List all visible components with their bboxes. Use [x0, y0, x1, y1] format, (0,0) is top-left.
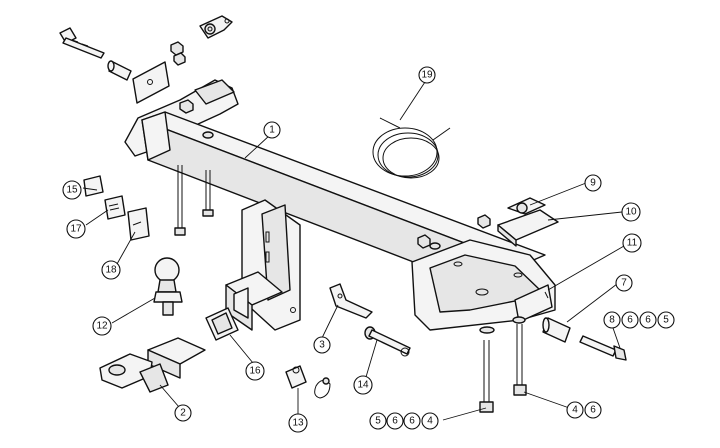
svg-text:4: 4 [427, 416, 433, 427]
svg-text:5: 5 [663, 315, 669, 326]
svg-text:3: 3 [319, 340, 325, 351]
svg-text:12: 12 [96, 321, 108, 332]
hitch-pin [364, 326, 411, 357]
callout-1: 1 [263, 121, 281, 139]
nut-stack-top [170, 41, 186, 66]
ball-mount [99, 337, 206, 393]
left-bracket-bolts [174, 165, 214, 236]
svg-text:19: 19 [421, 70, 433, 81]
svg-text:17: 17 [70, 224, 82, 235]
callout-17: 17 [66, 219, 86, 239]
leader-lines [82, 81, 625, 421]
callout-16: 16 [245, 361, 265, 381]
svg-text:8: 8 [609, 315, 615, 326]
mounting-plate-top-left [132, 61, 170, 104]
receiver-collar [205, 307, 239, 341]
callout-19: 19 [418, 66, 436, 84]
svg-text:6: 6 [627, 315, 633, 326]
side-bolt-right [579, 335, 627, 361]
shackle-set [285, 365, 331, 399]
svg-text:2: 2 [180, 408, 186, 419]
label-sticker-18 [127, 207, 150, 241]
callout-15: 15 [62, 180, 82, 200]
svg-text:6: 6 [409, 416, 415, 427]
svg-text:7: 7 [621, 278, 627, 289]
pin-clip-top [199, 15, 233, 39]
electrical-wire-coil [372, 117, 451, 179]
callout-13: 13 [288, 413, 308, 433]
socket-bracket [329, 283, 373, 319]
callout-11: 11 [622, 233, 642, 253]
callout-9: 9 [584, 174, 602, 192]
svg-text:14: 14 [357, 380, 369, 391]
svg-text:11: 11 [627, 238, 638, 249]
tow-ball [153, 257, 183, 316]
svg-text:15: 15 [66, 185, 78, 196]
label-sticker-15 [83, 175, 104, 197]
svg-text:5: 5 [375, 416, 381, 427]
svg-text:6: 6 [392, 416, 398, 427]
callout-group-left-bolt-set: 5 6 6 4 [369, 412, 439, 430]
svg-text:16: 16 [249, 366, 261, 377]
callout-3: 3 [313, 336, 331, 354]
callout-group-right-bolt-set: 4 6 [566, 401, 602, 419]
callout-7: 7 [615, 274, 633, 292]
long-bolt-bottom-left [479, 326, 495, 413]
svg-text:6: 6 [590, 405, 596, 416]
long-bolt-bottom-right [512, 316, 527, 396]
spacer-tube-top-left [107, 60, 132, 81]
svg-text:1: 1 [269, 125, 275, 136]
callout-18: 18 [101, 260, 121, 280]
mounting-bracket-right [477, 197, 559, 247]
svg-text:10: 10 [625, 207, 637, 218]
callout-group-side-bolt-set: 8 6 6 5 [603, 311, 675, 329]
callout-10: 10 [621, 202, 641, 222]
svg-text:4: 4 [572, 405, 578, 416]
svg-text:13: 13 [292, 418, 304, 429]
long-bolt-top-left [59, 27, 105, 59]
svg-text:18: 18 [105, 265, 117, 276]
callout-2: 2 [174, 404, 192, 422]
spacer-tube-right [542, 317, 571, 343]
label-sticker-17 [104, 195, 126, 220]
callout-12: 12 [92, 316, 112, 336]
callout-14: 14 [353, 375, 373, 395]
svg-text:9: 9 [590, 178, 596, 189]
mounting-plate-right [514, 284, 553, 323]
svg-text:6: 6 [645, 315, 651, 326]
